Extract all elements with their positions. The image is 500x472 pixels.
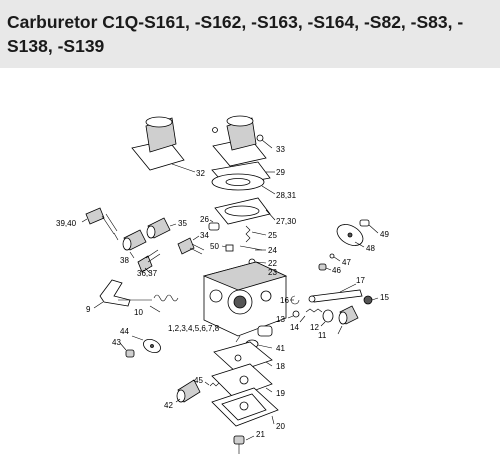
needle-part-24 [239,245,266,251]
label-part-1-8: 1,2,3,4,5,6,7,8 [168,324,220,333]
spring-part-14 [299,308,323,323]
carburetor-body-part-1-8 [202,261,288,343]
label-part-28-31: 28,31 [276,191,297,200]
label-part-25: 25 [268,231,277,240]
label-part-48: 48 [366,244,375,253]
label-part-50: 50 [210,242,219,251]
fitting-part-38 [122,229,147,259]
label-part-21: 21 [256,430,265,439]
label-part-34: 34 [200,231,209,240]
plug-part-50 [221,244,234,252]
washer-part-13 [287,310,300,319]
spring-part-25 [245,225,267,243]
label-part-27-30: 27,30 [276,217,297,226]
label-part-33: 33 [276,145,285,154]
screw-part-46 [318,263,332,271]
diaphragm-part-28-31 [211,173,276,195]
screw-part-21 [233,435,255,454]
label-part-29: 29 [276,168,285,177]
label-part-16: 16 [280,296,289,305]
exploded-parts-diagram: 33 32 29 28,31 27,30 26 25 35 39,40 34 5… [56,115,389,454]
label-part-20: 20 [276,422,285,431]
label-part-23: 23 [268,268,277,277]
end-cover-part-20 [211,387,279,427]
label-part-17: 17 [356,276,365,285]
gasket-part-27-30 [214,197,276,225]
label-part-26: 26 [200,215,209,224]
adjusting-screw-part-34 [177,235,205,255]
title-bar: Carburetor C1Q-S161, -S162, -S163, -S164… [0,0,500,68]
throttle-lever-part-9 [93,279,152,309]
label-part-11: 11 [318,331,327,340]
intake-manifold-part-33 [212,115,273,167]
shaft-part-17 [308,283,363,303]
cover-plate-part-48 [336,224,365,248]
label-part-44: 44 [120,327,129,336]
label-part-13: 13 [276,315,285,324]
label-part-49: 49 [380,230,389,239]
diaphragm-part-19 [211,363,273,399]
adjusting-screw-part-39-40 [81,207,119,241]
washer-part-12 [320,309,334,327]
roller-part-11 [337,305,359,335]
label-part-24: 24 [268,246,277,255]
adjusting-screw-part-36-37 [137,249,161,274]
page-title: Carburetor C1Q-S161, -S162, -S163, -S164… [7,12,464,56]
label-part-9: 9 [86,305,91,314]
label-part-15: 15 [380,293,389,302]
label-part-41: 41 [276,344,285,353]
screw-part-49 [359,219,379,234]
fitting-part-42 [175,379,201,403]
pump-cover-part-26 [208,219,220,231]
clip-part-16 [290,295,300,305]
label-part-19: 19 [276,389,285,398]
label-part-18: 18 [276,362,285,371]
fitting-part-35 [146,217,177,239]
label-part-12: 12 [310,323,319,332]
spring-part-45 [204,381,220,387]
label-part-35: 35 [178,219,187,228]
label-part-32: 32 [196,169,205,178]
intake-manifold-part-32 [131,116,196,173]
screw-part-15 [363,295,379,305]
label-part-36-37: 36,37 [137,269,158,278]
label-part-46: 46 [332,266,341,275]
screw-part-43 [119,342,135,358]
label-part-43: 43 [112,338,121,347]
label-part-10: 10 [134,308,143,317]
pin-part-47 [329,253,341,262]
label-part-22: 22 [268,259,277,268]
label-part-47: 47 [342,258,351,267]
label-part-38: 38 [120,256,129,265]
label-part-39-40: 39,40 [56,219,77,228]
label-part-45: 45 [194,376,203,385]
label-part-42: 42 [164,401,173,410]
label-part-14: 14 [290,323,299,332]
gasket-part-18 [213,341,273,373]
disc-part-44 [131,335,161,354]
spring-part-10 [149,294,179,313]
